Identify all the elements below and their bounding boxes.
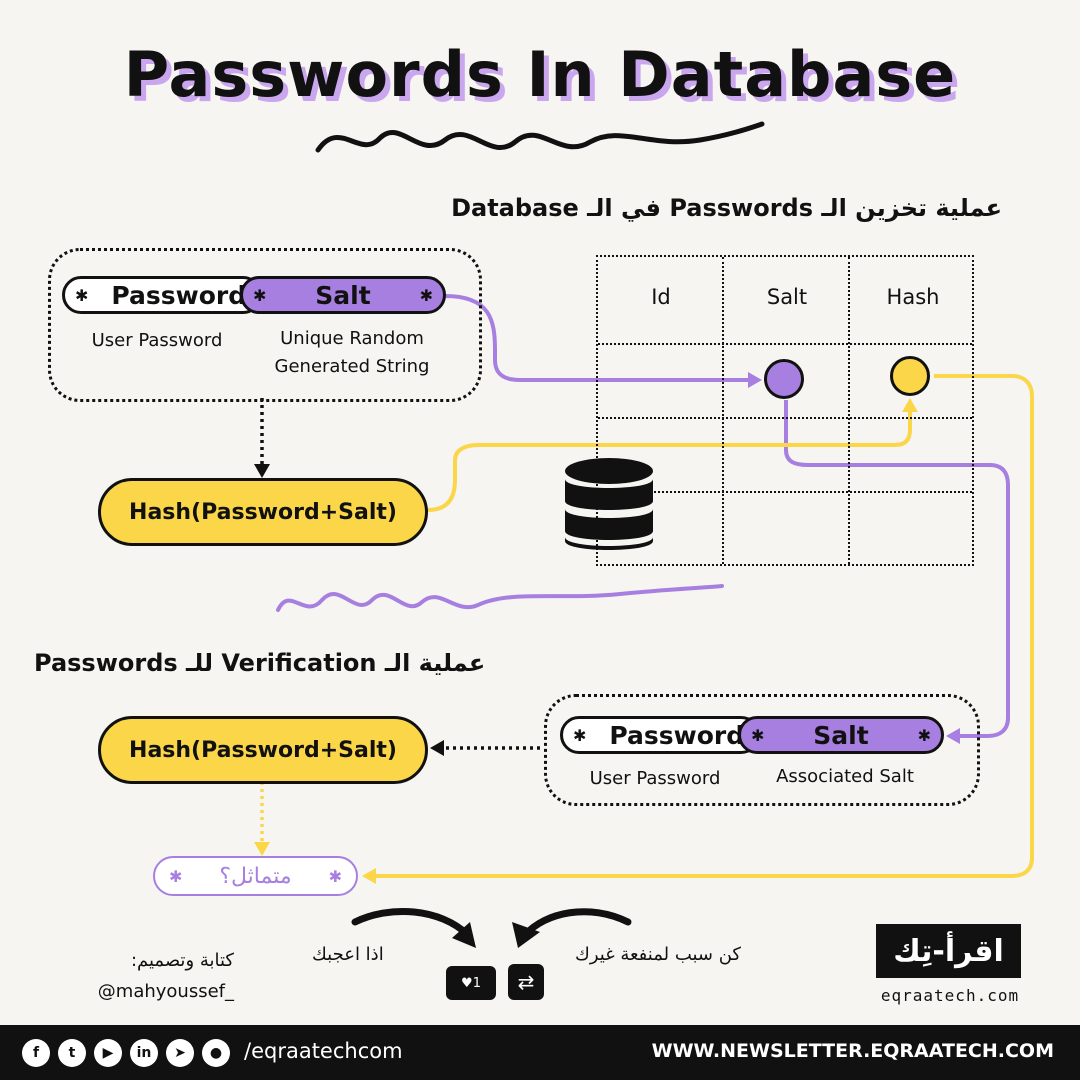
footer: f t ▶ in ➤ ● /eqraatechcom WWW.NEWSLETTE… bbox=[0, 1025, 1080, 1080]
database-icon bbox=[565, 458, 653, 550]
hash-to-table-arrow bbox=[427, 412, 912, 512]
salt-to-table-arrow bbox=[444, 294, 750, 382]
storage-input-box bbox=[48, 248, 482, 402]
telegram-icon[interactable]: ➤ bbox=[166, 1039, 194, 1067]
asterisk-icon: ✱ bbox=[751, 725, 765, 745]
salt-caption-line-2: Generated String bbox=[274, 356, 430, 377]
verification-salt-pill: ✱ Salt ✱ bbox=[738, 716, 944, 754]
asterisk-icon: ✱ bbox=[328, 866, 342, 886]
page-title: Passwords In Database bbox=[123, 38, 957, 111]
brand-logo: اقرأ-تِك bbox=[876, 924, 1021, 978]
table-hash-dot bbox=[890, 356, 930, 396]
verification-salt-label: Salt bbox=[813, 720, 869, 750]
asterisk-icon: ✱ bbox=[419, 285, 433, 305]
table-header-id: Id bbox=[651, 285, 671, 309]
table-salt-to-verify-arrow bbox=[784, 400, 1010, 738]
table-salt-dot bbox=[764, 359, 804, 399]
repost-button[interactable]: ⇄ bbox=[508, 964, 544, 1000]
repost-icon: ⇄ bbox=[517, 970, 535, 994]
youtube-icon[interactable]: ▶ bbox=[94, 1039, 122, 1067]
verification-password-label: Password bbox=[609, 720, 745, 750]
storage-password-pill: ✱ Password bbox=[62, 276, 262, 314]
password-label: Password bbox=[111, 280, 247, 310]
similar-check-box: ✱ متماثل؟ ✱ bbox=[153, 856, 358, 896]
storage-salt-pill: ✱ Salt ✱ bbox=[240, 276, 446, 314]
verification-password-pill: ✱ Password bbox=[560, 716, 760, 754]
mid-squiggle bbox=[276, 584, 724, 612]
verification-input-box bbox=[544, 694, 980, 806]
linkedin-icon[interactable]: in bbox=[130, 1039, 158, 1067]
credits-line-1: كتابة وتصميم: bbox=[130, 950, 234, 971]
heart-icon: ♥ bbox=[461, 975, 473, 991]
asterisk-icon: ✱ bbox=[253, 285, 267, 305]
twitter-icon[interactable]: t bbox=[58, 1039, 86, 1067]
like-button[interactable]: ♥ 1 bbox=[446, 966, 496, 1000]
newsletter-link[interactable]: WWW.NEWSLETTER.EQRAATECH.COM bbox=[651, 1040, 1054, 1062]
database-table: Id Salt Hash bbox=[596, 255, 974, 566]
verification-heading: عملية الـ Verification للـ Passwords bbox=[34, 649, 486, 677]
similar-label: متماثل؟ bbox=[219, 863, 292, 889]
like-count: 1 bbox=[472, 975, 481, 991]
table-header-hash: Hash bbox=[886, 285, 940, 309]
title-squiggle bbox=[315, 121, 765, 153]
verification-hash-box: Hash(Password+Salt) bbox=[98, 716, 428, 784]
share-hint-text: كن سبب لمنفعة غيرك bbox=[575, 944, 741, 965]
storage-hash-box: Hash(Password+Salt) bbox=[98, 478, 428, 546]
password-caption: User Password bbox=[91, 330, 223, 351]
salt-label: Salt bbox=[315, 280, 371, 310]
like-curved-arrow bbox=[351, 907, 472, 939]
asterisk-icon: ✱ bbox=[169, 866, 183, 886]
share-curved-arrow bbox=[521, 908, 632, 939]
asterisk-icon: ✱ bbox=[75, 285, 89, 305]
credits-line-2: @mahyoussef_ bbox=[97, 981, 234, 1002]
credits: كتابة وتصميم: @mahyoussef_ bbox=[74, 950, 234, 1002]
table-hash-to-similar-arrow bbox=[375, 374, 1034, 878]
brand-url: eqraatech.com bbox=[880, 986, 1020, 1005]
salt-caption: Unique Random Generated String bbox=[260, 325, 444, 381]
verification-password-caption: User Password bbox=[589, 768, 721, 789]
asterisk-icon: ✱ bbox=[573, 725, 587, 745]
like-hint-text: اذا اعجبك bbox=[312, 944, 384, 965]
table-header-salt: Salt bbox=[766, 285, 808, 309]
facebook-icon[interactable]: f bbox=[22, 1039, 50, 1067]
storage-heading: عملية تخزين الـ Passwords في الـ Databas… bbox=[451, 194, 1002, 222]
github-icon[interactable]: ● bbox=[202, 1039, 230, 1067]
verification-salt-caption: Associated Salt bbox=[776, 766, 914, 787]
asterisk-icon: ✱ bbox=[917, 725, 931, 745]
footer-handle[interactable]: /eqraatechcom bbox=[244, 1039, 403, 1063]
salt-caption-line-1: Unique Random bbox=[280, 328, 424, 349]
